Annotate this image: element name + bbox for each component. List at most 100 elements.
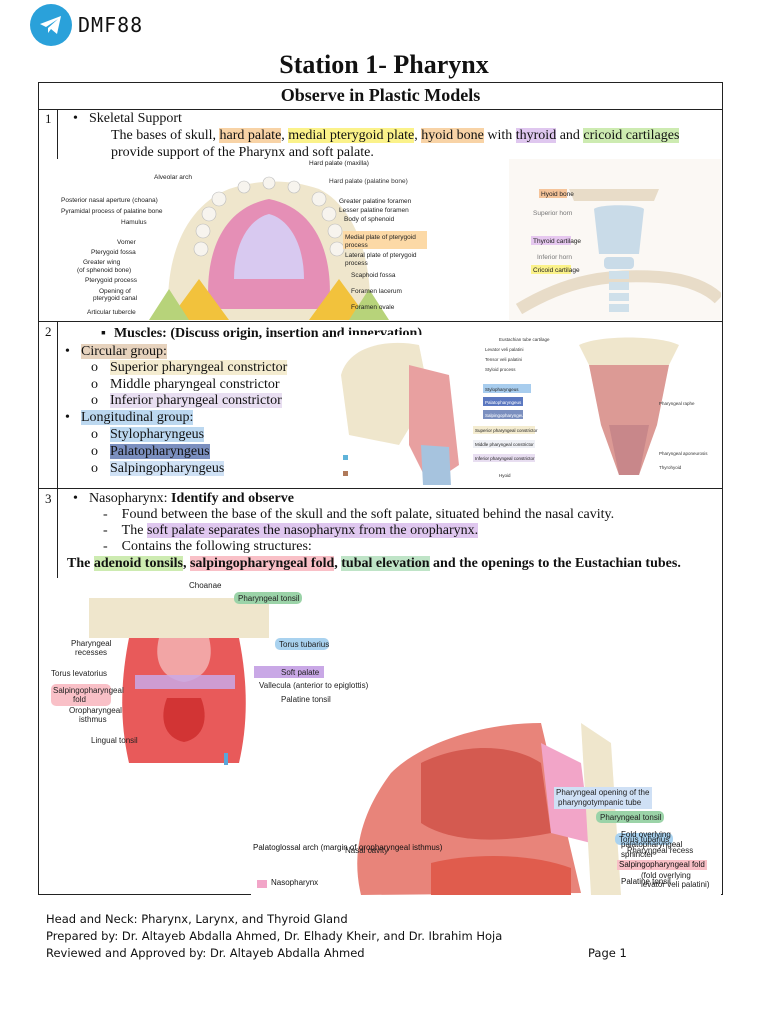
svg-text:fold: fold: [73, 695, 86, 704]
svg-text:Scaphoid fossa: Scaphoid fossa: [351, 272, 396, 279]
page-number: Page 1: [588, 946, 627, 960]
logo: DMF88: [30, 4, 143, 46]
svg-text:Pterygoid process: Pterygoid process: [85, 277, 138, 284]
svg-text:Alveolar arch: Alveolar arch: [154, 174, 192, 181]
svg-text:Hamulus: Hamulus: [121, 219, 147, 226]
nasopharynx-detail: -Found between the base of the skull and…: [103, 507, 615, 522]
fold-overlying-sphincter-label: Fold overlying palatopharyngeal sphincte…: [621, 830, 683, 859]
svg-text:Opening of: Opening of: [99, 288, 131, 295]
divider: [39, 321, 722, 322]
svg-text:Hard palate (palatine bone): Hard palate (palatine bone): [329, 178, 408, 185]
svg-text:Pharyngeal opening of the: Pharyngeal opening of the: [556, 788, 650, 797]
svg-text:Lateral plate of pterygoid: Lateral plate of pterygoid: [345, 252, 417, 259]
sagittal-pharynx-figure: Pharyngeal opening of the pharyngotympan…: [251, 703, 721, 895]
divider: [57, 321, 58, 491]
palatoglossal-arch-label: Palatoglossal arch (margin of oropharyng…: [253, 843, 443, 852]
table-subtitle: Observe in Plastic Models: [280, 85, 481, 105]
skeletal-support-line1: The bases of skull, hard palate, medial …: [111, 128, 680, 143]
svg-text:Pharyngeal recess: Pharyngeal recess: [627, 846, 693, 855]
nasopharynx-structures: The adenoid tonsils, salpingopharyngeal …: [67, 556, 681, 571]
salpingopharyngeal-fold-label: Salpingopharyngeal fold: [617, 860, 707, 870]
palatine-tonsil-label: Palatine tonsil: [621, 877, 671, 886]
svg-text:Salpingopharyngeus: Salpingopharyngeus: [485, 413, 527, 418]
nasopharynx-legend-swatch: [257, 880, 267, 888]
skeletal-support-line2: provide support of the Pharynx and soft …: [111, 145, 374, 160]
skeletal-support-heading: Skeletal Support: [73, 110, 182, 127]
svg-text:recesses: recesses: [75, 648, 107, 657]
svg-text:Thyrohyoid: Thyrohyoid: [659, 465, 682, 470]
laryngeal-skeleton-figure: Hyoid bone Superior horn Thyroid cartila…: [509, 159, 721, 320]
svg-text:Pharyngeal aponeurosis: Pharyngeal aponeurosis: [659, 451, 708, 456]
telegram-icon: [30, 4, 72, 46]
svg-text:Posterior nasal aperture (choa: Posterior nasal aperture (choana): [61, 197, 158, 204]
svg-text:Hyoid bone: Hyoid bone: [541, 191, 574, 198]
nasopharynx-legend-label: Nasopharynx: [271, 878, 319, 887]
skull-base-figure: Alveolar arch Hard palate (maxilla) Hard…: [59, 159, 459, 320]
svg-text:(fold overlying: (fold overlying: [641, 871, 691, 880]
longitudinal-group-heading: Longitudinal group:: [65, 409, 194, 426]
svg-text:Pharyngeal raphe: Pharyngeal raphe: [659, 401, 695, 406]
svg-text:Hard palate (maxilla): Hard palate (maxilla): [309, 160, 369, 167]
svg-text:Soft palate: Soft palate: [281, 668, 320, 677]
footer-line: Reviewed and Approved by: Dr. Altayeb Ab…: [46, 946, 365, 960]
nasopharynx-detail: -Contains the following structures:: [103, 539, 312, 554]
svg-text:Nasal cavity: Nasal cavity: [345, 846, 388, 855]
svg-text:Medial plate of pterygoid: Medial plate of pterygoid: [345, 234, 416, 241]
row-number: 2: [45, 324, 52, 339]
svg-text:pterygoid canal: pterygoid canal: [93, 295, 138, 302]
svg-text:Salpingopharyngeal: Salpingopharyngeal: [53, 686, 124, 695]
svg-text:Thyroid cartilage: Thyroid cartilage: [533, 238, 581, 245]
svg-text:pharyngotympanic tube: pharyngotympanic tube: [558, 798, 642, 807]
svg-text:Oropharyngeal: Oropharyngeal: [69, 706, 122, 715]
svg-text:Body of sphenoid: Body of sphenoid: [344, 216, 395, 223]
svg-text:Foramen lacerum: Foramen lacerum: [351, 288, 402, 295]
footer-line: Prepared by: Dr. Altayeb Abdalla Ahmed, …: [46, 929, 503, 943]
svg-text:Palatopharyngeus: Palatopharyngeus: [485, 400, 522, 405]
svg-text:Levator veli palatini: Levator veli palatini: [485, 347, 524, 352]
svg-text:Articular tubercle: Articular tubercle: [87, 309, 136, 316]
svg-text:Pharyngeal: Pharyngeal: [71, 639, 112, 648]
svg-text:(of sphenoid bone): (of sphenoid bone): [77, 267, 131, 274]
divider: [39, 488, 722, 489]
station-table: Observe in Plastic Models 1 Skeletal Sup…: [38, 82, 723, 895]
svg-text:Hyoid: Hyoid: [499, 473, 511, 478]
svg-text:Superior horn: Superior horn: [533, 210, 573, 217]
svg-text:Torus tubarius: Torus tubarius: [619, 835, 669, 844]
nasopharynx-heading: Nasopharynx: Identify and observe: [73, 490, 294, 507]
svg-text:Middle pharyngeal constrictor: Middle pharyngeal constrictor: [475, 442, 534, 447]
svg-text:Pyramidal process of palatine: Pyramidal process of palatine bone: [61, 208, 163, 215]
svg-text:process: process: [345, 242, 369, 249]
svg-text:Lesser palatine foramen: Lesser palatine foramen: [339, 207, 409, 214]
row-number: 3: [45, 491, 52, 506]
svg-text:Styloid process: Styloid process: [485, 367, 516, 372]
svg-text:Foramen ovale: Foramen ovale: [351, 304, 395, 311]
row-number: 1: [45, 111, 52, 126]
svg-text:Greater palatine foramen: Greater palatine foramen: [339, 198, 412, 205]
divider: [57, 488, 58, 588]
svg-text:levator veli palatini): levator veli palatini): [641, 880, 710, 889]
svg-text:Cricoid cartilage: Cricoid cartilage: [533, 267, 580, 274]
svg-text:Choanae: Choanae: [189, 581, 222, 590]
pharyngeal-muscles-figure: Eustachian tube cartilage Levator veli p…: [339, 335, 721, 487]
svg-text:isthmus: isthmus: [79, 715, 107, 724]
svg-text:Lingual tonsil: Lingual tonsil: [91, 736, 138, 745]
svg-text:Pterygoid fossa: Pterygoid fossa: [91, 249, 136, 256]
divider: [57, 109, 58, 159]
svg-text:Inferior pharyngeal constricto: Inferior pharyngeal constrictor: [475, 456, 535, 461]
svg-text:Pharyngeal tonsil: Pharyngeal tonsil: [238, 594, 300, 603]
svg-text:Pharyngeal tonsil: Pharyngeal tonsil: [600, 813, 662, 822]
svg-text:Inferior horn: Inferior horn: [537, 254, 572, 261]
circular-group-heading: Circular group:: [65, 343, 167, 360]
svg-text:Tensor veli palatini: Tensor veli palatini: [485, 357, 522, 362]
svg-text:Greater wing: Greater wing: [83, 259, 121, 266]
footer-line: Head and Neck: Pharynx, Larynx, and Thyr…: [46, 912, 348, 926]
page-title: Station 1- Pharynx: [279, 50, 489, 79]
divider: [39, 109, 722, 110]
svg-text:Superior pharyngeal constricto: Superior pharyngeal constrictor: [475, 428, 538, 433]
